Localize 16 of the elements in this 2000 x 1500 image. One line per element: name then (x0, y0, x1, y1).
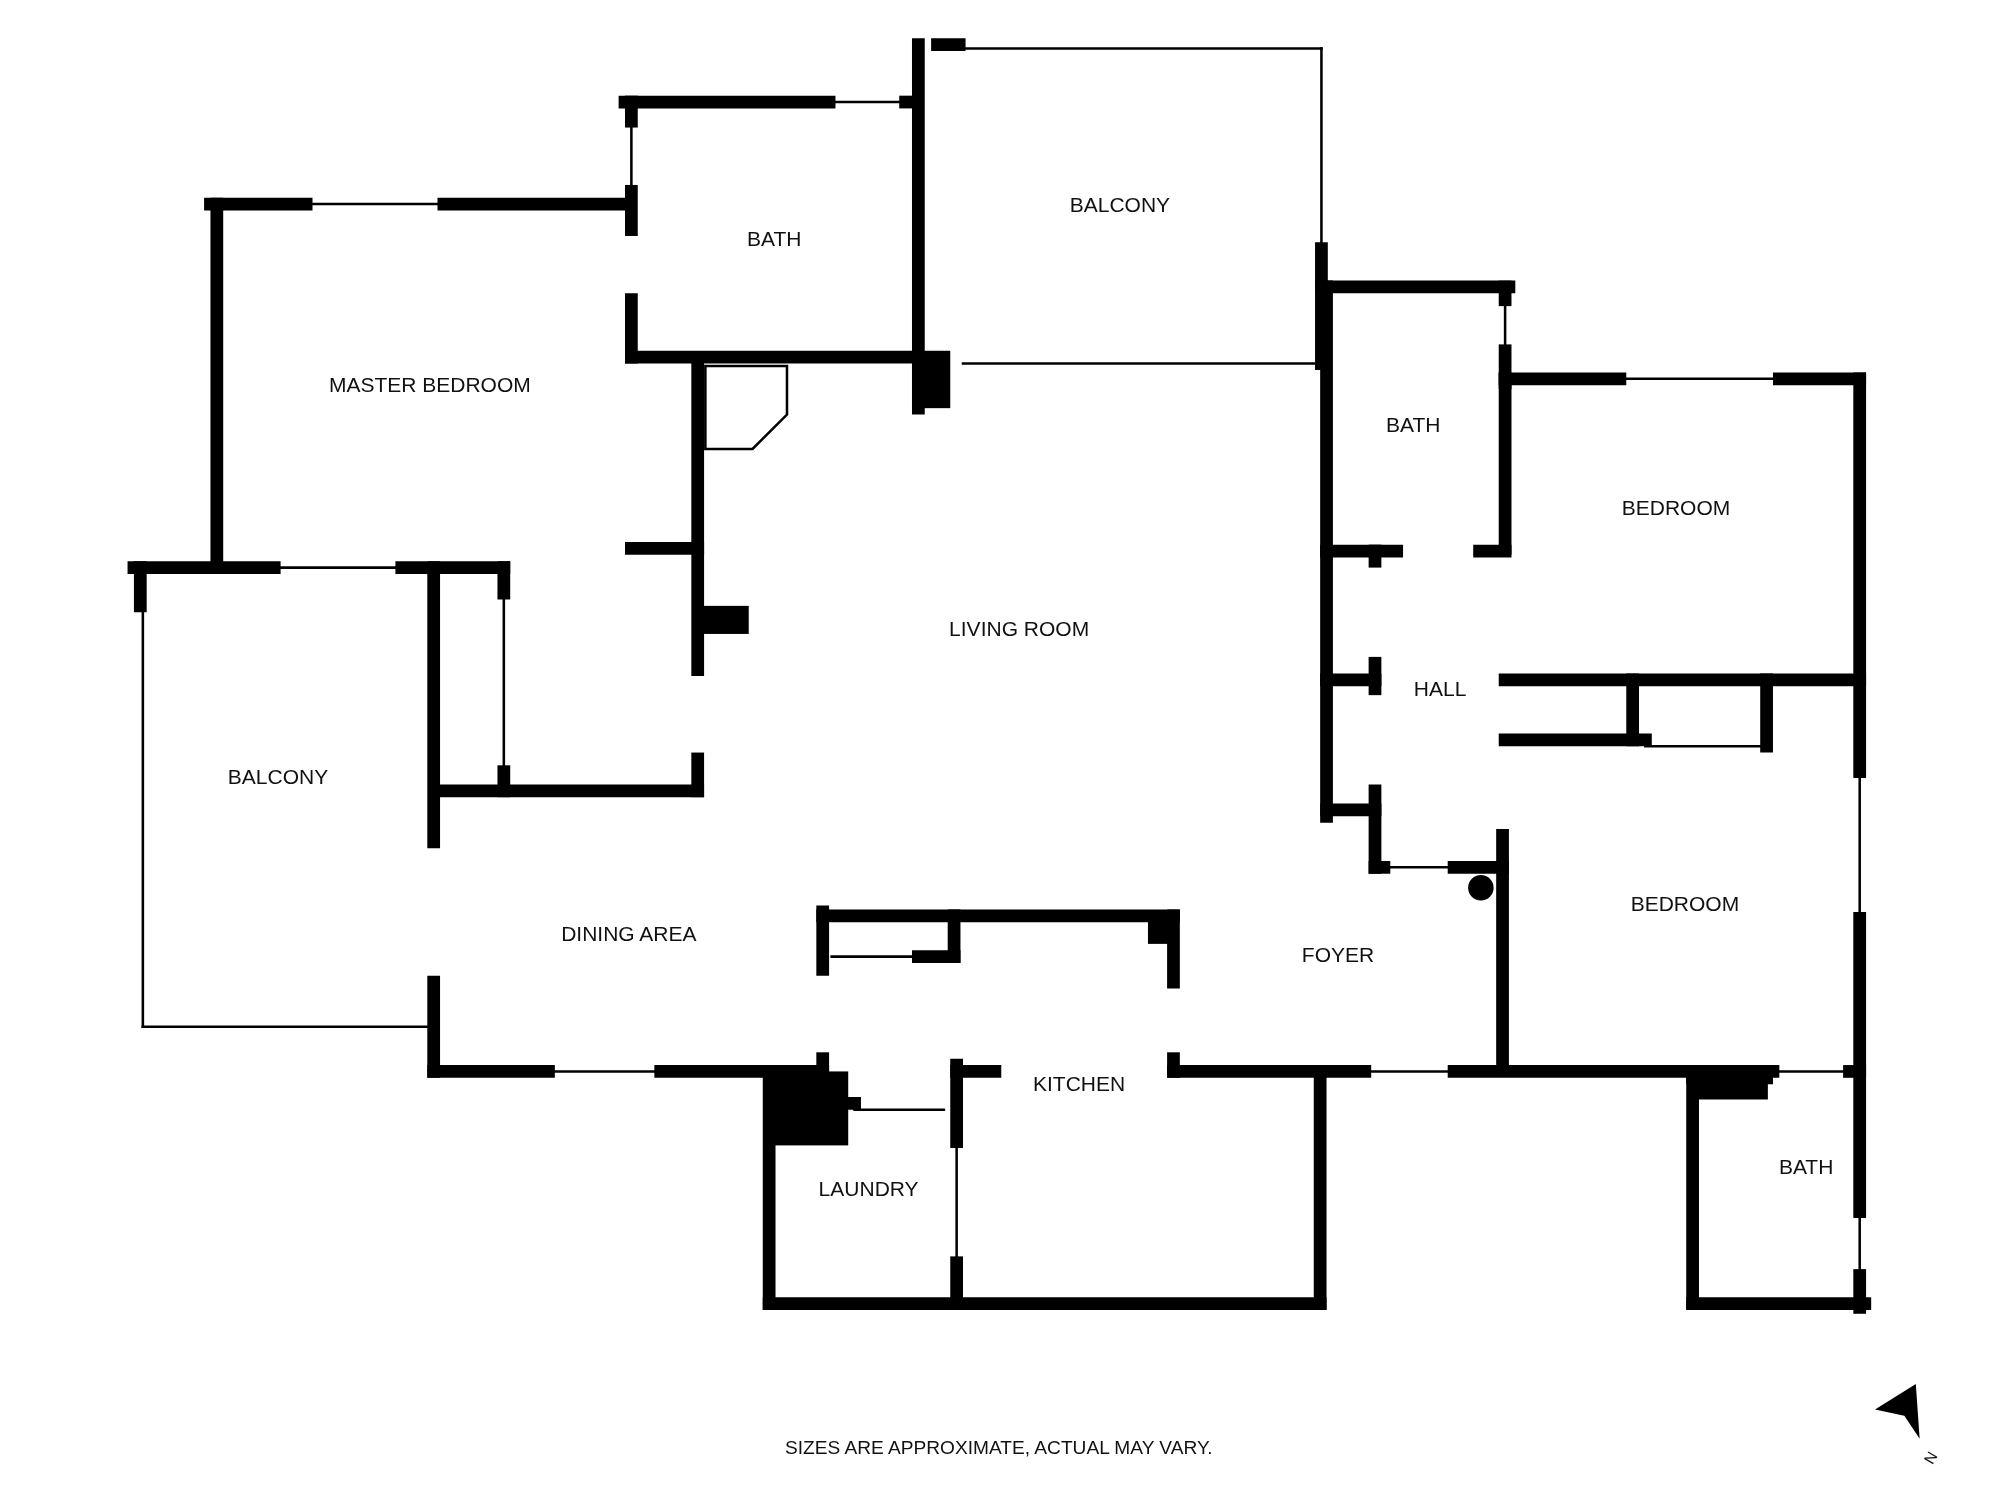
room-label: BATH (1778, 1155, 1834, 1180)
room-label: MASTER BEDROOM (328, 373, 531, 398)
room-label: DINING AREA (561, 921, 697, 946)
room-label: BALCONY (1069, 193, 1171, 218)
disclaimer-note: SIZES ARE APPROXIMATE, ACTUAL MAY VARY. (784, 1436, 1213, 1459)
room-label: FOYER (1301, 943, 1375, 968)
room-label: KITCHEN (1033, 1072, 1126, 1097)
room-label: BEDROOM (1621, 495, 1731, 520)
room-label: LIVING ROOM (949, 616, 1090, 641)
room-label: BATH (747, 226, 802, 251)
room-label: BALCONY (227, 764, 329, 789)
room-label: BATH (1386, 412, 1441, 437)
room-label: BEDROOM (1630, 892, 1740, 917)
room-label: HALL (1413, 676, 1467, 701)
north-label: N (1920, 1448, 1942, 1468)
room-label: LAUNDRY (818, 1176, 919, 1201)
